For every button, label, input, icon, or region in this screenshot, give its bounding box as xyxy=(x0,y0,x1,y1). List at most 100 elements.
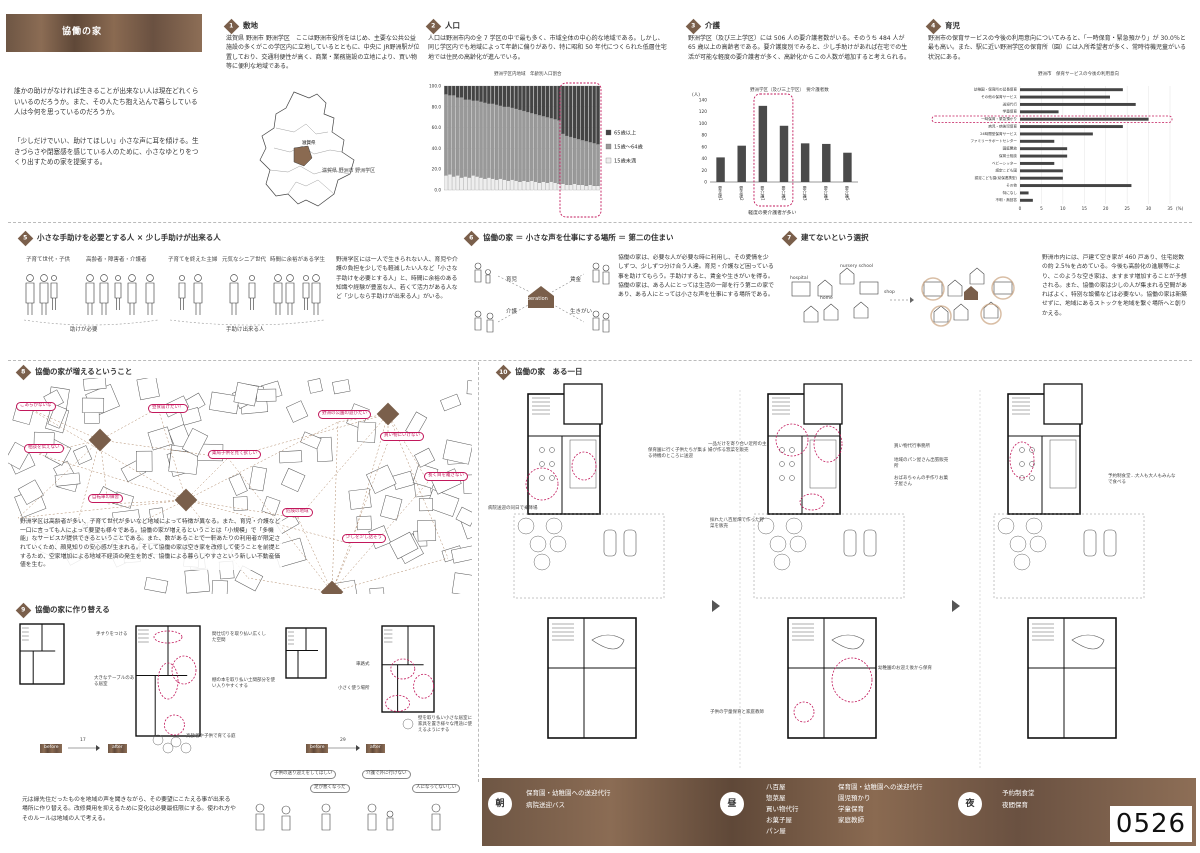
chair xyxy=(789,475,795,481)
reno-note-2: 間仕切りを取り払い広くした空間 xyxy=(212,632,266,643)
bar-segment xyxy=(522,85,526,112)
night-item-1: 予約制食堂 xyxy=(1002,789,1035,797)
connection-line xyxy=(27,407,187,501)
connection-line xyxy=(27,407,101,441)
people-illustration xyxy=(23,274,325,326)
care-bar xyxy=(758,105,768,182)
noon-badge: 昼 xyxy=(720,792,744,816)
childcare-chart-title: 野洲市 保育サービスの今後の利用意向 xyxy=(1038,72,1119,77)
x-tick-label: 要介護5 xyxy=(845,185,850,201)
entry-number: 0526 xyxy=(1110,806,1192,842)
connection-line xyxy=(331,543,353,593)
house-outline xyxy=(300,431,322,450)
x-tick-label: 20 xyxy=(1103,206,1109,211)
care-bar xyxy=(716,157,725,182)
bar-segment xyxy=(471,100,475,176)
y-tick-label: 20.0 xyxy=(432,167,442,172)
care-bar xyxy=(800,143,810,182)
bar-segment xyxy=(557,85,561,121)
voice-1: 子供の送り迎えをしてほしい xyxy=(270,770,337,779)
childcare-bar xyxy=(1020,191,1029,195)
y-tick-label: 40 xyxy=(702,156,708,162)
y-tick-label: 120 xyxy=(699,109,707,115)
house-outline xyxy=(366,464,397,494)
chair xyxy=(1019,447,1025,453)
y-tick-label: 20 xyxy=(702,168,708,174)
highlight-box xyxy=(753,93,794,207)
house-outline xyxy=(211,579,229,594)
person-head xyxy=(286,274,294,282)
house-outline xyxy=(184,568,210,594)
noon-a-3: 買い物代行 xyxy=(766,805,799,813)
person-body xyxy=(193,282,203,304)
plan-before-1 xyxy=(19,623,65,685)
group-label-1: 子育て世代・子供 xyxy=(26,257,71,263)
reno-note-6: 車路式 xyxy=(356,662,370,667)
connection-line xyxy=(107,499,187,505)
bar-segment xyxy=(487,85,491,104)
house-outline xyxy=(316,436,333,462)
plan-furniture xyxy=(591,634,625,650)
bar-segment xyxy=(561,183,565,191)
change-highlight xyxy=(171,655,197,685)
house-plan-upper xyxy=(547,617,637,739)
bar-segment xyxy=(580,85,585,141)
y-tick-label: 特になし xyxy=(1003,190,1018,195)
x-tick-label: 30 xyxy=(1146,206,1152,211)
x-axis-unit: (%) xyxy=(1176,206,1184,211)
bar-segment xyxy=(588,184,592,191)
bar-segment xyxy=(569,136,573,185)
bar-segment xyxy=(463,176,468,191)
day-column xyxy=(993,383,1145,739)
chair xyxy=(779,475,785,481)
car xyxy=(1103,529,1117,557)
y-tick-label: その他 xyxy=(1006,182,1017,187)
after-tag-2: after xyxy=(366,744,385,753)
connection-line xyxy=(185,421,339,501)
house-outline xyxy=(417,519,437,542)
bar-segment xyxy=(444,85,448,95)
population-chart-title: 野洲学区内地域 年齢別人口割合 xyxy=(494,72,562,77)
bar-segment xyxy=(502,179,507,191)
childcare-bar xyxy=(1020,169,1063,173)
town-diagram xyxy=(791,267,1015,327)
chair xyxy=(789,461,795,467)
tag-hospital: hospital xyxy=(790,276,808,281)
activity-highlight xyxy=(793,701,815,723)
care-bar xyxy=(822,143,831,182)
bar-segment xyxy=(545,85,550,118)
timeline-band: 朝 保育園・幼稚園への送迎代行 病院送迎バス 昼 八百屋 惣菜屋 買い物代行 お… xyxy=(482,778,1196,846)
tree xyxy=(1009,535,1027,553)
morning-item-1: 保育園・幼稚園への送迎代行 xyxy=(526,789,611,797)
bar-segment xyxy=(444,94,448,176)
section-4-body: 野洲市の保育サービスの今後の利用意向についてみると、「一時保育・緊急預かり」が … xyxy=(928,34,1187,61)
day-note-8: 予約制食堂…大人も大人もみんなで食べる xyxy=(1108,474,1176,485)
person-head xyxy=(26,274,34,282)
help-brace xyxy=(169,319,325,326)
voice-bubble-2: 昼食届けたい！ xyxy=(148,404,188,413)
bar-segment xyxy=(565,85,569,136)
connection-line xyxy=(331,557,449,593)
y-tick-label: ファミリーサポートセンター xyxy=(970,138,1017,143)
bar-segment xyxy=(467,99,472,178)
house-outline xyxy=(248,466,267,492)
plan-furniture xyxy=(569,439,597,489)
care-chart-title: 野洲学区（及び三上学区） 要介護者数 xyxy=(750,88,829,93)
y-tick-label: 140 xyxy=(699,98,707,104)
chair xyxy=(549,447,555,453)
highlight-box xyxy=(559,82,602,218)
bar-segment xyxy=(518,181,522,191)
car xyxy=(603,529,617,557)
bar-segment xyxy=(510,107,514,180)
noon-b-1: 保育園・幼稚園への送迎代行 xyxy=(838,783,923,791)
connection-line xyxy=(331,441,389,593)
person-body xyxy=(39,282,49,304)
tag-shop: shop xyxy=(884,290,895,295)
house-outline xyxy=(348,488,372,510)
chair xyxy=(539,475,545,481)
car xyxy=(863,529,877,557)
x-tick-label: 要支援1 xyxy=(718,185,723,201)
